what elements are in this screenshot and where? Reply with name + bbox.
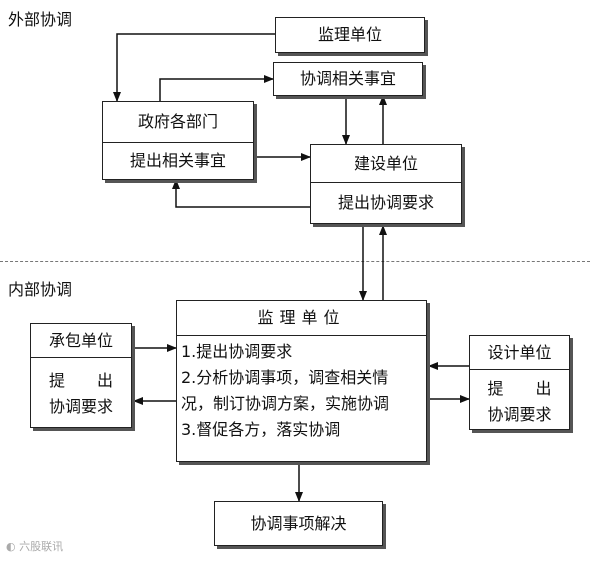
section-divider [0,261,590,262]
designer-body-cell: 提 出 协调要求 [470,370,569,429]
contractor-box: 承包单位 提 出 协调要求 [30,323,132,428]
designer-title: 设计单位 [487,342,552,362]
watermark-text: 六股联讯 [19,540,64,553]
contractor-body-cell: 提 出 协调要求 [31,358,131,427]
government-box: 政府各部门 提出相关事宜 [102,101,254,180]
construction-title-cell: 建设单位 [311,145,461,182]
contractor-title: 承包单位 [48,330,113,350]
supervisor-main-title: 监理单位 [257,308,346,327]
watermark: ◐ 六股联讯 [6,538,63,554]
supervisor-main-items: 1.提出协调要求 2.分析协调事项，调查相关情 况，制订协调方案，实施协调 3.… [181,339,426,443]
supervisor-unit-main-box: 监理单位 1.提出协调要求 2.分析协调事项，调查相关情 况，制订协调方案，实施… [176,300,427,462]
coordinate-matters-label: 协调相关事宜 [299,69,396,88]
arrow-supervisor-to-government [113,33,275,102]
supervisor-main-divider [177,335,426,336]
contractor-title-cell: 承包单位 [31,324,131,357]
designer-title-cell: 设计单位 [470,336,569,369]
designer-divider [470,369,569,370]
construction-title: 建设单位 [353,153,418,173]
external-coordination-label: 外部协调 [8,10,73,29]
government-divider [103,142,253,143]
supervisor-item-3: 3.督促各方，落实协调 [181,420,341,439]
coordination-resolved-box: 协调事项解决 [214,501,383,546]
supervisor-item-1: 1.提出协调要求 [181,342,293,361]
arrow-construction-to-government [172,179,310,208]
watermark-logo-icon: ◐ [6,540,20,553]
government-title: 政府各部门 [137,112,218,131]
supervisor-unit-top-box: 监理单位 [275,17,425,53]
contractor-body-line2: 协调要求 [48,397,113,416]
construction-body-cell: 提出协调要求 [311,183,461,223]
construction-unit-box: 建设单位 提出协调要求 [310,144,462,224]
designer-body-line1: 提 出 [487,379,552,398]
designer-box: 设计单位 提 出 协调要求 [469,335,570,430]
construction-body: 提出协调要求 [337,193,434,212]
contractor-divider [31,357,131,358]
coordinate-matters-box: 协调相关事宜 [273,62,423,96]
supervisor-unit-top-label: 监理单位 [317,25,382,44]
supervisor-item-2a: 2.分析协调事项，调查相关情 [181,368,389,387]
contractor-body-line1: 提 出 [48,371,113,390]
arrow-government-to-matters [159,75,274,101]
supervisor-item-2b: 况，制订协调方案，实施协调 [181,394,390,413]
government-body-cell: 提出相关事宜 [103,143,253,179]
coordination-resolved-label: 协调事项解决 [250,513,347,533]
government-body: 提出相关事宜 [129,151,226,170]
supervisor-main-title-cell: 监理单位 [177,301,426,335]
government-title-cell: 政府各部门 [103,102,253,142]
internal-coordination-label: 内部协调 [8,280,73,299]
construction-divider [311,182,461,183]
designer-body-line2: 协调要求 [487,405,552,424]
